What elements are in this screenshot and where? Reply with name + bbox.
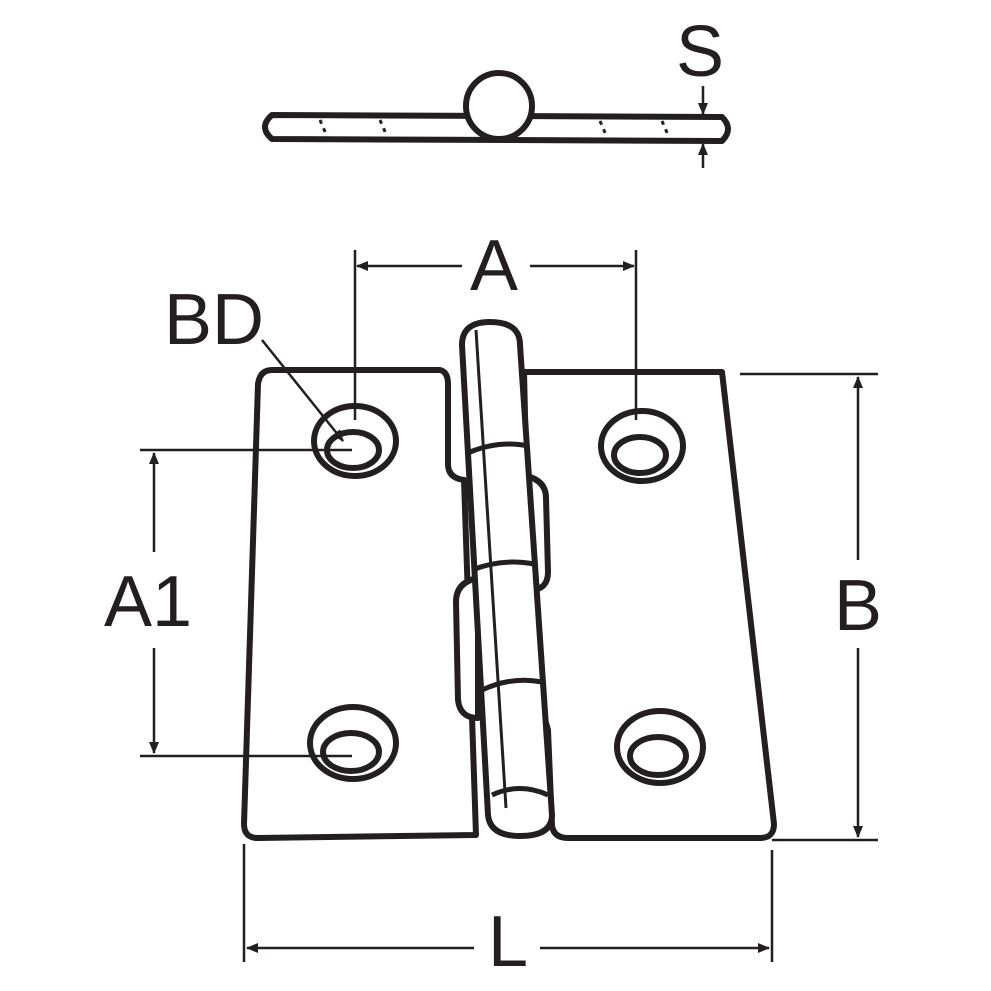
hidden-countersink-right [660,120,670,136]
hinge-pin-end [490,786,550,798]
hinge-pin-highlight [474,329,508,809]
hidden-countersink-left [378,119,388,135]
screw-hole-top-right [598,408,686,484]
height-label: B [834,566,882,646]
length-dimension [242,844,774,962]
height-dimension [740,372,878,842]
hole-spacing-vertical-dimension [140,448,352,758]
hidden-countersink-left [318,119,328,135]
hole-spacing-horizontal-label: A [470,226,518,306]
hinge-knuckle-seam [469,441,529,455]
hinge-knuckle-seam [471,559,535,573]
hinge-knuckle-seam [480,677,543,693]
hole-diameter-leader [261,339,344,442]
thickness-label: S [676,12,724,92]
hole-spacing-vertical-label: A1 [104,562,192,642]
hole-diameter-label: BD [164,280,264,360]
hinge-knuckle-tab-lower [453,575,481,721]
hidden-countersink-right [598,120,608,136]
hinge-knuckle-profile [463,70,535,142]
screw-hole-bottom-right [614,708,706,786]
hole-spacing-horizontal-dimension [353,250,638,420]
hinge-top-view [262,70,731,144]
length-label: L [488,902,528,982]
hinge-right-leaf [521,369,777,841]
hinge-front-view [241,319,777,841]
screw-hole-bottom-left [307,704,399,782]
